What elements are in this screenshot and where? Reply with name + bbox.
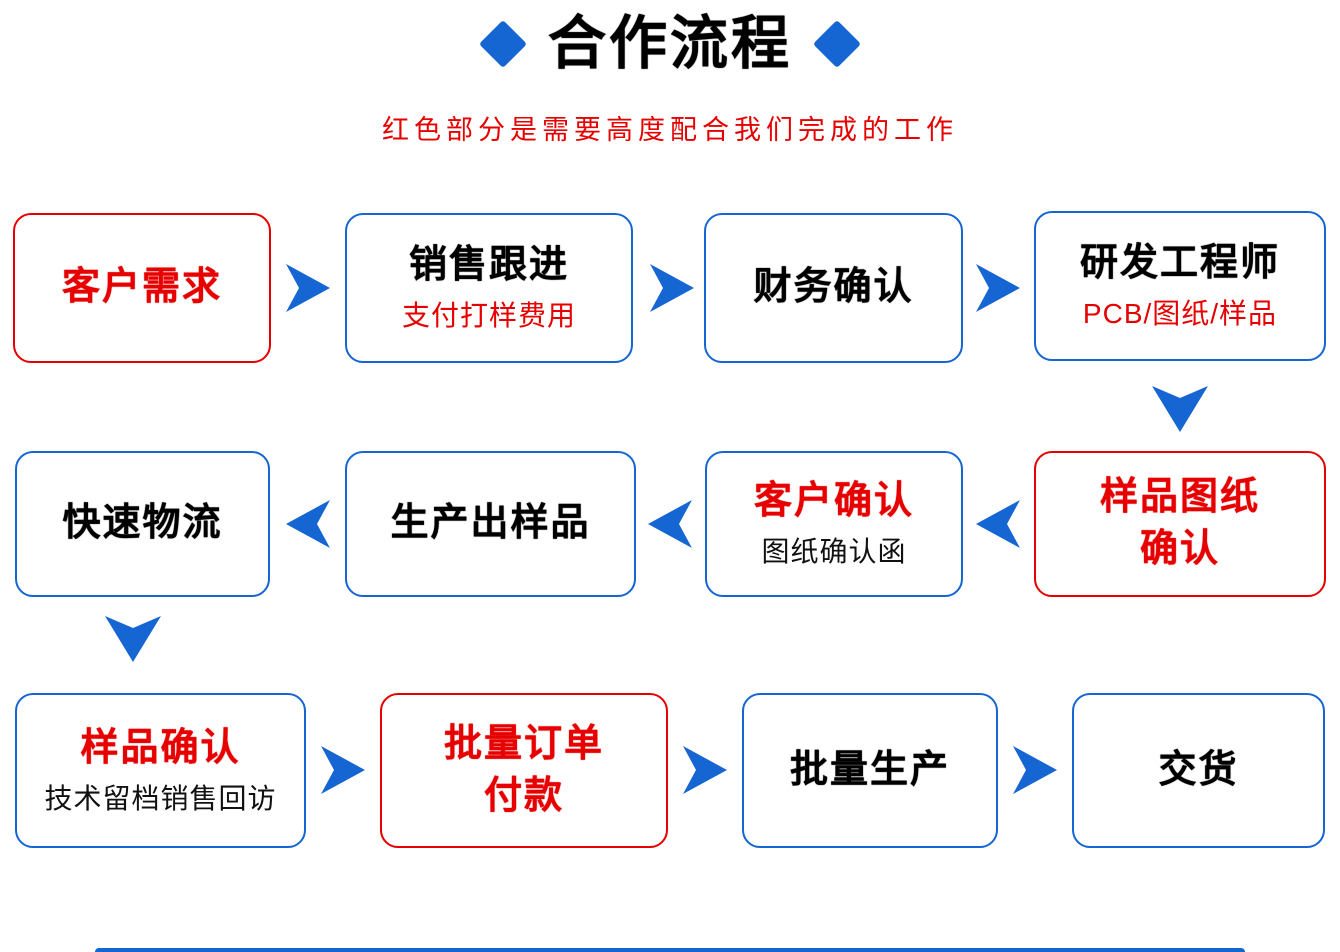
box-title: 客户需求 <box>61 266 222 309</box>
flow-box-sample-confirm: 样品确认 技术留档销售回访 <box>15 693 306 848</box>
diamond-icon <box>812 19 862 68</box>
flow-box-delivery: 交货 <box>1072 693 1325 848</box>
page-header: 合作流程 <box>0 12 1340 76</box>
flow-box-fast-logistics: 快速物流 <box>15 451 270 597</box>
box-title: 批量生产 <box>789 748 950 791</box>
arrow-right-icon <box>1013 746 1057 794</box>
box-subtitle: 支付打样费用 <box>401 300 576 331</box>
box-title: 财务确认 <box>753 266 914 309</box>
flow-box-customer-demand: 客户需求 <box>13 213 271 363</box>
box-title: 批量订单 <box>443 722 604 765</box>
box-title: 交货 <box>1158 748 1239 791</box>
box-title-line2: 付款 <box>483 774 564 817</box>
flow-box-finance-confirm: 财务确认 <box>704 213 963 363</box>
box-title: 生产出样品 <box>390 502 591 545</box>
box-title: 研发工程师 <box>1079 242 1280 285</box>
page-title: 合作流程 <box>547 11 792 76</box>
box-subtitle: 图纸确认函 <box>761 536 907 567</box>
arrow-down-icon <box>1152 386 1208 432</box>
flow-box-rd-engineer: 研发工程师 PCB/图纸/样品 <box>1034 211 1326 361</box>
page-subtitle: 红色部分是需要高度配合我们完成的工作 <box>382 115 958 145</box>
flow-box-produce-sample: 生产出样品 <box>345 451 636 597</box>
arrow-down-icon <box>105 616 161 662</box>
arrow-right-icon <box>286 264 330 312</box>
flow-box-sample-drawing-confirm: 样品图纸 确认 <box>1034 451 1326 597</box>
box-title-line2: 确认 <box>1139 528 1220 570</box>
arrow-left-icon <box>648 500 692 548</box>
flow-box-sales-follow-up: 销售跟进 支付打样费用 <box>345 213 633 363</box>
box-title: 样品图纸 <box>1099 476 1260 519</box>
box-title: 客户确认 <box>753 480 914 523</box>
box-title: 销售跟进 <box>408 244 569 287</box>
flow-box-bulk-order-payment: 批量订单 付款 <box>380 693 668 848</box>
arrow-right-icon <box>321 746 365 794</box>
flow-box-bulk-production: 批量生产 <box>742 693 998 848</box>
arrow-right-icon <box>683 746 727 794</box>
diamond-icon <box>478 19 528 68</box>
arrow-left-icon <box>286 500 330 548</box>
arrow-right-icon <box>976 264 1020 312</box>
flow-box-customer-confirm: 客户确认 图纸确认函 <box>705 451 963 597</box>
next-section-edge <box>95 948 1245 952</box>
box-subtitle: 技术留档销售回访 <box>44 782 277 814</box>
arrow-right-icon <box>650 264 694 312</box>
box-title: 样品确认 <box>80 726 241 769</box>
box-title: 快速物流 <box>62 502 223 545</box>
arrow-left-icon <box>976 500 1020 548</box>
box-subtitle: PCB/图纸/样品 <box>1082 298 1278 329</box>
